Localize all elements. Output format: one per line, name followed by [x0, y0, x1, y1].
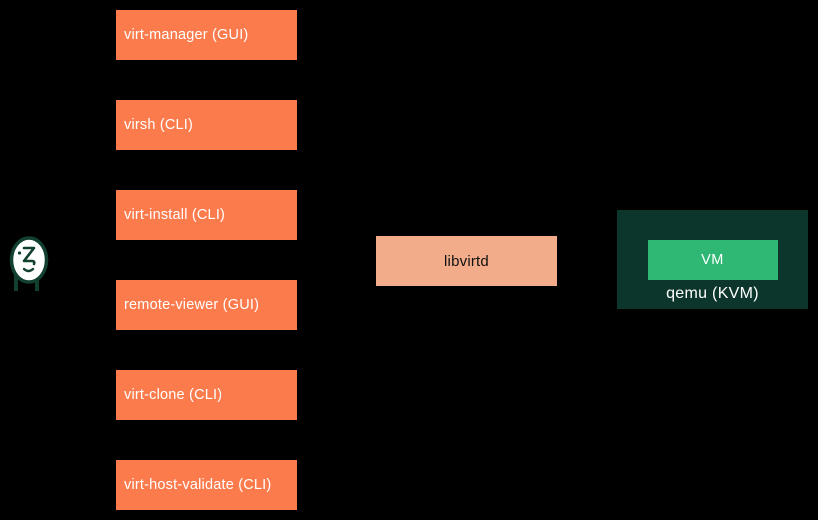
qemu-kvm-label: qemu (KVM): [666, 285, 759, 302]
tool-box-label: virt-clone (CLI): [124, 387, 223, 403]
qemu-kvm-box: VM qemu (KVM): [617, 210, 808, 309]
libvirtd-box: libvirtd: [376, 236, 557, 286]
vm-box: VM: [647, 240, 778, 280]
mascot-face-logo-icon: [9, 236, 49, 291]
libvirtd-label: libvirtd: [444, 252, 489, 270]
tool-box: remote-viewer (GUI): [116, 280, 297, 330]
client-tools-column: virt-manager (GUI) virsh (CLI) virt-instal…: [116, 10, 297, 510]
tool-box-label: remote-viewer (GUI): [124, 297, 260, 313]
tool-box-label: virt-install (CLI): [124, 207, 226, 223]
tool-box: virt-install (CLI): [116, 190, 297, 240]
tool-box: virt-manager (GUI): [116, 10, 297, 60]
tool-box: virt-clone (CLI): [116, 370, 297, 420]
tool-box: virt-host-validate (CLI): [116, 460, 297, 510]
vm-label: VM: [701, 252, 724, 268]
tool-box-label: virt-manager (GUI): [124, 27, 249, 43]
tool-box: virsh (CLI): [116, 100, 297, 150]
tool-box-label: virt-host-validate (CLI): [124, 477, 272, 493]
tool-box-label: virsh (CLI): [124, 117, 194, 133]
